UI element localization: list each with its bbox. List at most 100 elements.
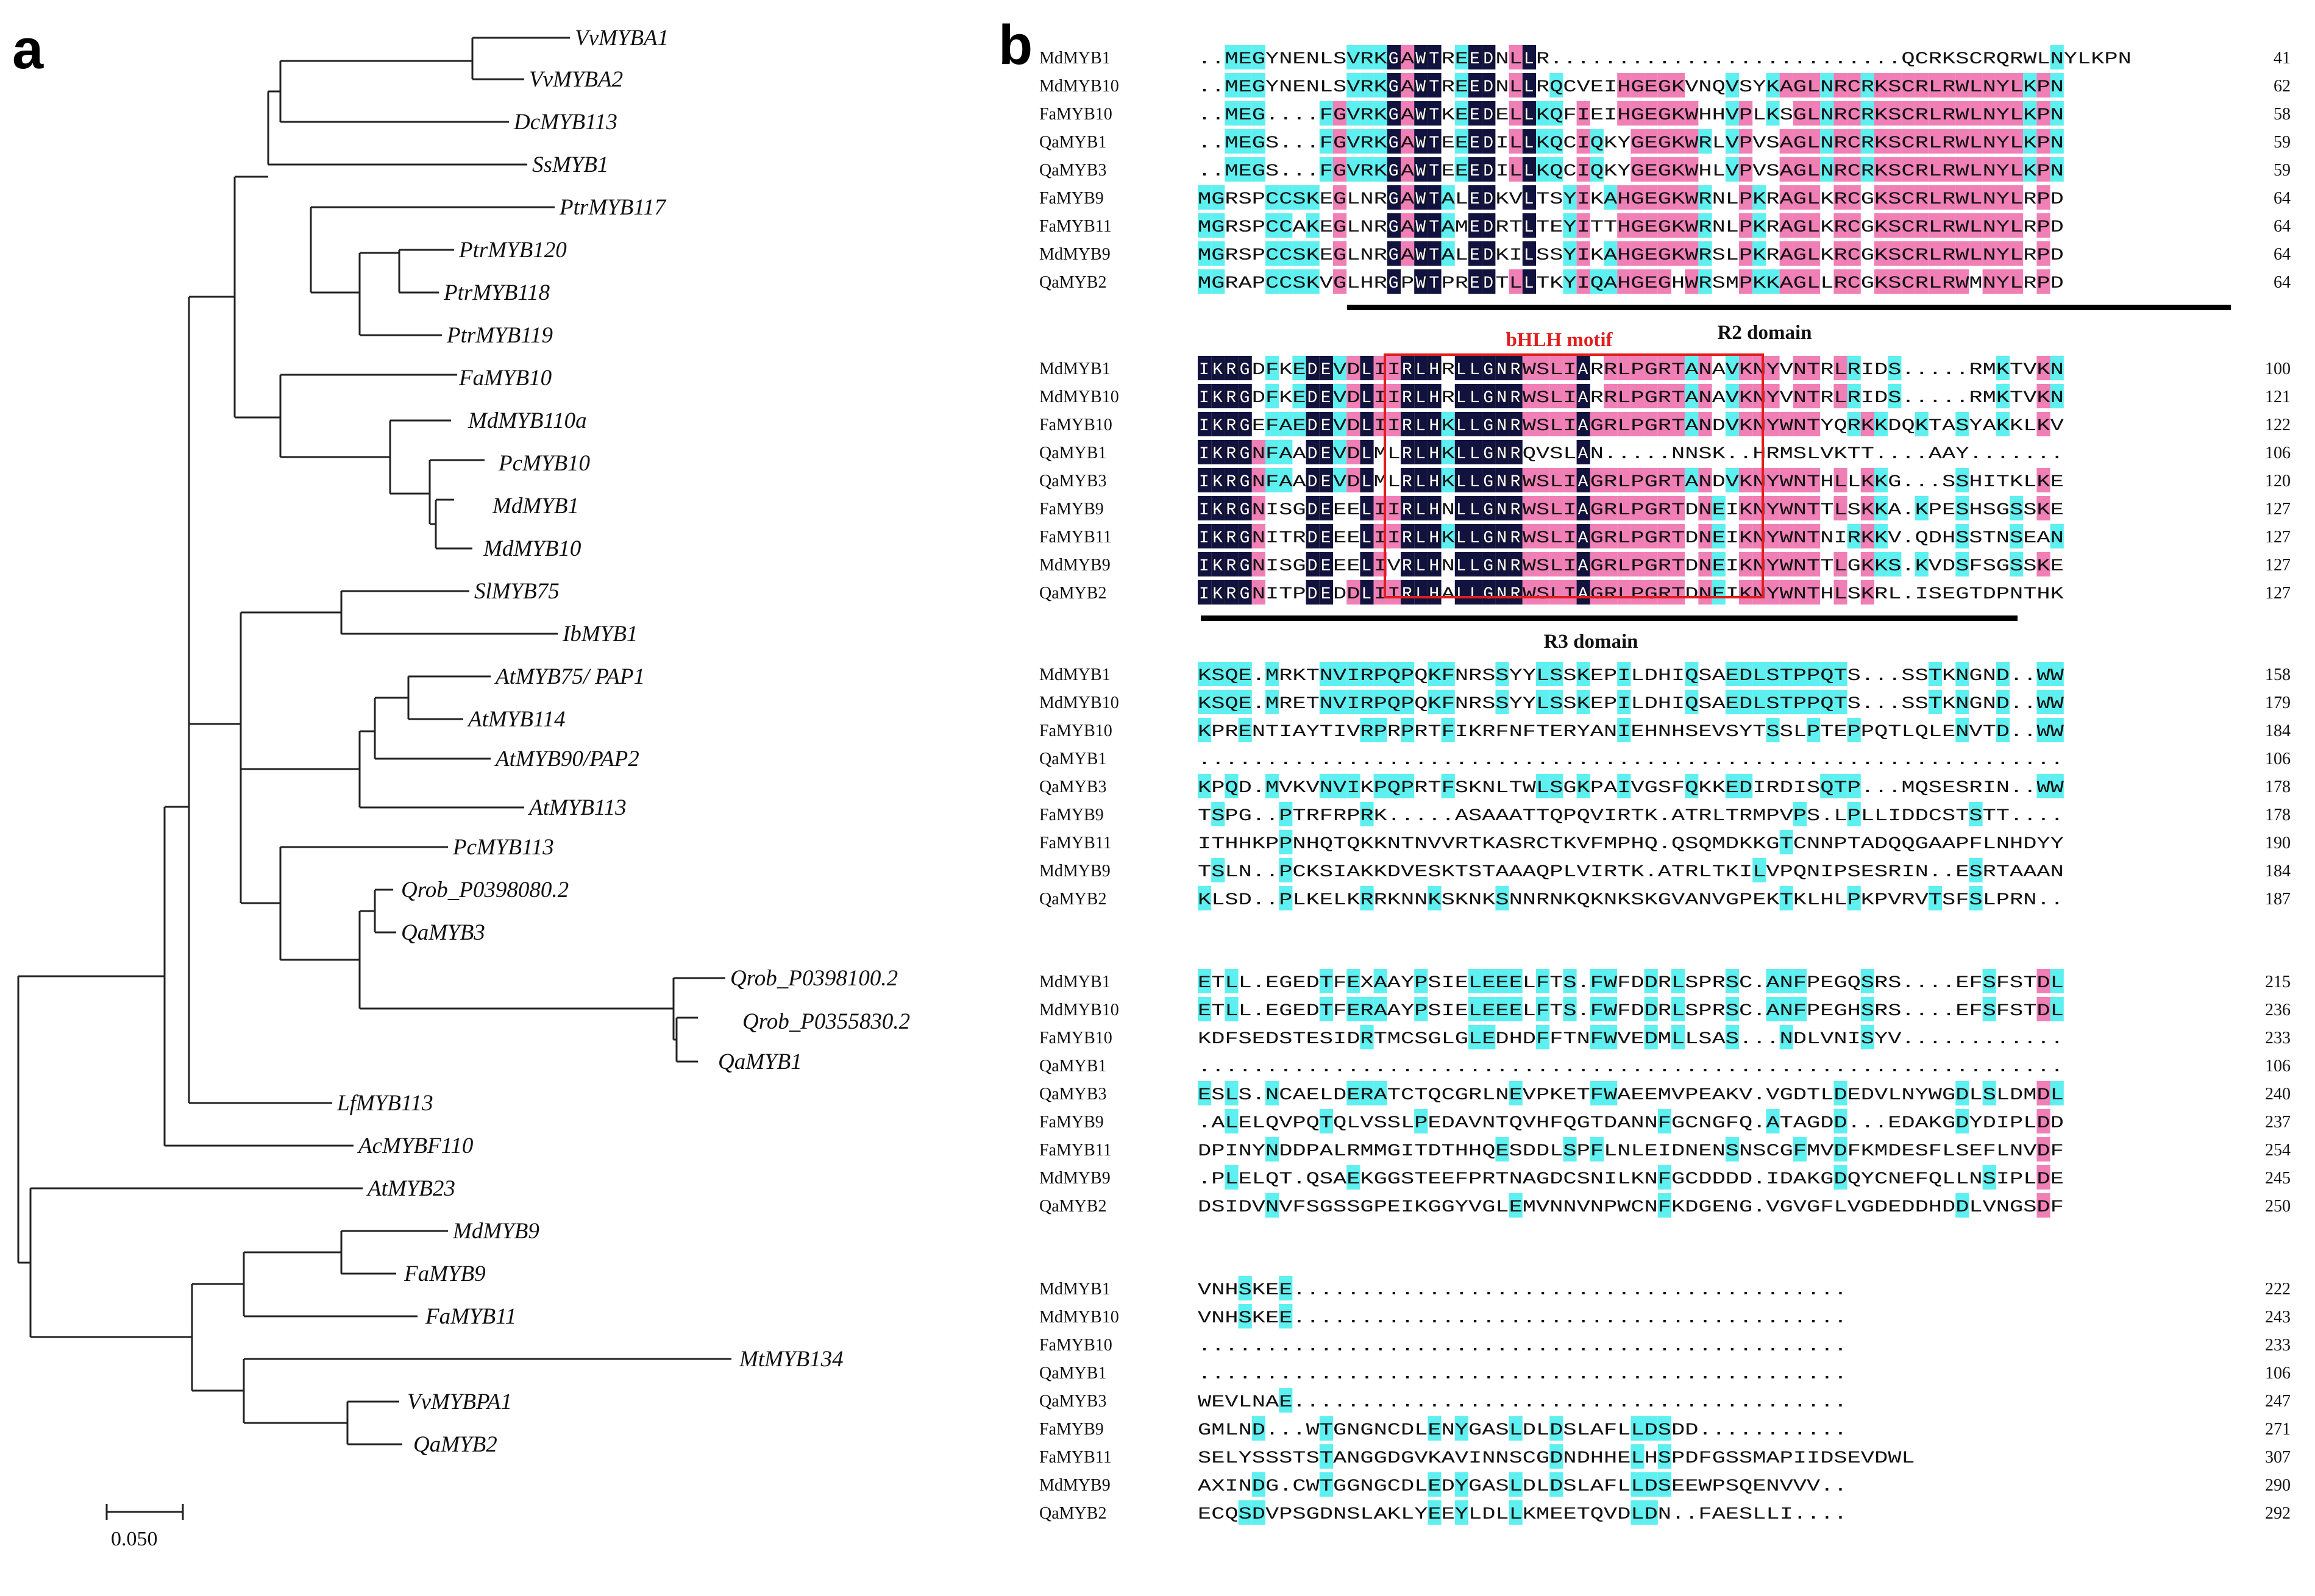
residue-shade [1495,524,1509,548]
residue-shade [1198,580,1212,605]
tree-leaf-label: Qrob_P0355830.2 [742,1009,910,1034]
residue-shade [1482,101,1496,126]
residue-shade [1225,1081,1239,1105]
residue-shade [1238,101,1252,126]
residue-shade [2036,468,2050,492]
seq-position: 106 [2265,1364,2291,1383]
residue-shade [1915,157,1929,182]
residue-shade [1333,157,1347,182]
residue-shade [1495,662,1509,686]
conserved-residue: L [1415,389,1426,408]
residue-shade [1685,662,1699,686]
conserved-residue: K [1212,389,1223,408]
residue-shade [2050,157,2064,182]
residue-shade [1725,997,1739,1021]
seq-row: IKRGNITRDEEELIIRLHKLLGNRWSLIAGRLPGRTDNEI… [1198,529,2064,548]
residue-shade [1671,552,1685,576]
residue-shade [1739,384,1753,408]
residue-shade [1739,356,1753,380]
seq-name: QaMYB1 [1039,750,1106,768]
residue-shade [1915,73,1929,98]
residue-shade [1441,241,1455,266]
residue-shade [1401,129,1415,154]
residue-shade [1807,157,1821,182]
residue-shade [1319,690,1333,714]
residue-shade [2036,73,2050,98]
seq-row: ..MEGYNENLSVRKGAWTREEDNLLRQCVEIHGEGKVNQV… [1198,78,2064,97]
residue-shade [1495,969,1509,993]
residue-shade [1793,969,1807,993]
residue-shade [1630,1444,1645,1469]
seq-name: FaMYB9 [1039,1420,1104,1439]
residue-shade [1752,241,1766,266]
residue-shade [1644,269,1658,294]
residue-shade [1428,1500,1442,1525]
residue-shade [1996,129,2010,154]
tree-leaf-label: FaMYB9 [404,1261,486,1286]
residue-shade [1454,468,1468,492]
residue-shade [1847,269,1861,294]
tree-leaf-label: MdMYB110a [468,408,587,433]
residue-shade [1441,468,1455,492]
residue-shade [1468,552,1482,576]
residue-shade [1833,774,1847,798]
residue-shade [1793,241,1807,266]
residue-shade [1414,997,1428,1021]
residue-shade [1657,1109,1671,1133]
residue-shade [1319,1444,1333,1469]
conserved-residue: L [1524,162,1534,181]
bhlh-motif-label: bHLH motif [1506,329,1613,351]
residue-shade [1319,552,1333,576]
residue-shade [1860,129,1874,154]
conserved-residue: L [1524,246,1534,265]
residue-shade [1468,157,1482,182]
residue-shade [1617,241,1631,266]
residue-shade [1833,356,1847,380]
conserved-residue: R [1510,557,1521,576]
residue-shade [1955,690,1969,714]
residue-shade [1657,1193,1671,1218]
residue-shade [1509,384,1523,408]
residue-shade [1414,129,1428,154]
residue-shade [1996,73,2010,98]
residue-shade [1996,690,2010,714]
seq-position: 41 [2274,49,2291,68]
residue-shade [1915,213,1929,238]
residue-shade [1996,157,2010,182]
residue-shade [1657,552,1671,576]
residue-shade [1238,552,1252,576]
residue-shade [1644,468,1658,492]
seq-name: FaMYB10 [1039,1336,1112,1355]
residue-shade [1630,73,1645,98]
seq-row: VNHSKEE.................................… [1198,1281,1847,1300]
residue-shade [1306,384,1320,408]
conserved-residue: L [1361,417,1371,436]
seq-position: 247 [2265,1392,2291,1411]
conserved-residue: W [1415,106,1426,125]
residue-shade [1387,45,1401,69]
residue-shade [1454,157,1468,182]
conserved-residue: G [1389,134,1399,153]
residue-shade [1644,552,1658,576]
residue-shade [1955,213,1969,238]
residue-shade [1982,969,1996,993]
residue-shade [1509,269,1523,294]
residue-shade [1779,886,1793,910]
residue-shade [2036,356,2050,380]
conserved-residue: L [1361,585,1371,604]
residue-shade [1576,774,1590,798]
residue-shade [1225,1165,1239,1190]
residue-shade [1982,1165,1996,1190]
conserved-residue: R [1510,417,1521,436]
residue-shade [1630,269,1645,294]
residue-shade [1996,412,2010,436]
residue-shade [1793,157,1807,182]
residue-shade [1982,157,1996,182]
residue-shade [1265,241,1279,266]
residue-shade [1414,185,1428,210]
residue-shade [1279,1388,1293,1413]
residue-shade [1685,412,1699,436]
residue-shade [1482,185,1496,210]
residue-shade [2036,129,2050,154]
tree-branch [310,206,555,294]
